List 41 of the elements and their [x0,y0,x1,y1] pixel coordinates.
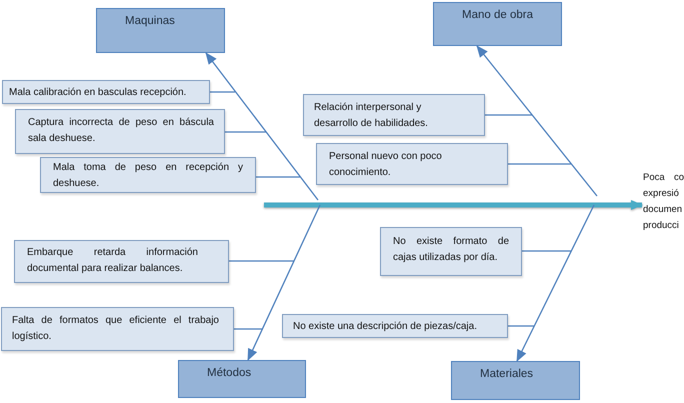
cause-text: Embarque retarda información documental para realizar balances. [27,246,198,276]
category-label: Materiales [480,368,534,380]
connector-line [234,328,263,330]
cause-box [40,157,256,193]
cause-text: Personal nuevo con poco conocimiento. [329,150,443,180]
cause-text: Captura incorrecta de peso en báscula sala deshuese. [28,116,214,146]
category-box [433,2,562,46]
category-label: Maquinas [125,15,176,27]
cause-text: Mala calibración en basculas recepción. [9,86,188,100]
cause-text: No existe formato de cajas utilizadas por día. [393,235,509,264]
cause-box [14,240,229,283]
category-box [451,361,580,400]
arrow [247,204,321,361]
arrow [264,200,643,210]
category-label: Métodos [207,367,252,379]
category-box [178,360,306,398]
arrow [476,45,598,196]
connector-line [256,176,300,178]
cause-box [380,227,522,276]
category-box [96,8,225,53]
cause-box [15,109,225,154]
connector-line [485,114,532,116]
arrow [205,52,319,200]
cause-text: Falta de formatos que eficiente el trabajo logístico. [12,314,219,344]
connector-line [225,131,266,133]
cause-box [303,94,485,136]
cause-text: No existe una descripción de piezas/caja. [293,320,478,334]
arrow [516,204,595,362]
cause-box [1,307,234,351]
connector-line [229,260,294,262]
connector-line [210,91,235,93]
cause-box [2,80,210,104]
cause-text: Relación interpersonal y desarrollo de habilidades. [314,101,429,130]
category-label: Mano de obra [462,9,534,21]
effect-text: Poca co expresió documen producci [643,170,684,236]
connector-line [522,250,571,252]
cause-text: Mala toma de peso en recepción y deshuese. [53,161,243,190]
cause-box [316,143,508,185]
connector-line [508,325,534,327]
cause-box [282,314,508,338]
connector-line [508,163,571,165]
